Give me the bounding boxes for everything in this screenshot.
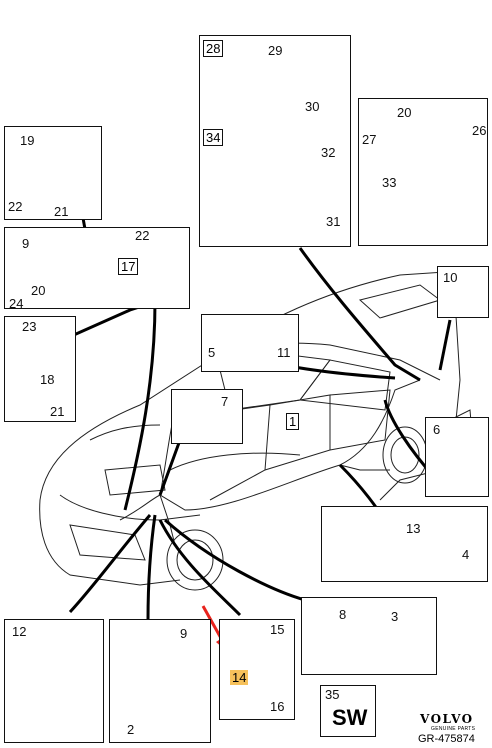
label-9b: 9 — [180, 626, 188, 641]
label-20a: 20 — [397, 105, 412, 120]
box-17 — [4, 227, 190, 309]
box-3 — [301, 597, 437, 675]
volvo-logo: VOLVO — [420, 712, 474, 726]
label-29: 29 — [268, 43, 283, 58]
label-19: 19 — [20, 133, 35, 148]
label-9a: 9 — [22, 236, 30, 251]
label-4: 4 — [462, 547, 470, 562]
label-34: 34 — [203, 129, 224, 146]
label-30: 30 — [305, 99, 320, 114]
label-17: 17 — [118, 258, 139, 275]
genuine-parts-text: GENUINE PARTS — [431, 726, 476, 732]
label-22b: 22 — [135, 228, 150, 243]
box-23 — [4, 316, 76, 422]
box-4 — [321, 506, 488, 582]
box-14 — [219, 619, 295, 720]
label-10: 10 — [443, 270, 458, 285]
sw-label: SW — [332, 705, 368, 730]
label-14-highlighted: 14 — [230, 670, 249, 685]
box-9 — [109, 619, 211, 743]
label-28: 28 — [203, 40, 224, 57]
label-12: 12 — [12, 624, 27, 639]
label-5: 5 — [208, 345, 216, 360]
label-15: 15 — [270, 622, 285, 637]
label-20b: 20 — [31, 283, 46, 298]
diagram-reference: GR-475874 — [418, 733, 475, 745]
label-7: 7 — [221, 394, 229, 409]
label-27: 27 — [362, 132, 377, 147]
label-1: 1 — [286, 413, 300, 430]
label-32: 32 — [321, 145, 336, 160]
label-2: 2 — [127, 722, 135, 737]
label-8: 8 — [339, 607, 347, 622]
box-19 — [4, 126, 102, 220]
label-21b: 21 — [50, 404, 65, 419]
label-35: 35 — [325, 687, 340, 702]
box-10 — [437, 266, 489, 318]
box-5 — [201, 314, 299, 372]
box-12 — [4, 619, 104, 743]
label-33: 33 — [382, 175, 397, 190]
label-6: 6 — [433, 422, 441, 437]
label-26: 26 — [472, 123, 487, 138]
label-24: 24 — [9, 296, 24, 311]
label-18: 18 — [40, 372, 55, 387]
box-26 — [358, 98, 488, 246]
label-11: 11 — [277, 345, 291, 360]
label-3: 3 — [391, 609, 399, 624]
label-31: 31 — [326, 214, 341, 229]
label-23: 23 — [22, 319, 37, 334]
label-22a: 22 — [8, 199, 23, 214]
box-35 — [320, 685, 376, 737]
box-7 — [171, 389, 243, 444]
box-28 — [199, 35, 351, 247]
box-6 — [425, 417, 489, 497]
label-21a: 21 — [54, 204, 69, 219]
label-13: 13 — [406, 521, 421, 536]
label-16: 16 — [270, 699, 285, 714]
